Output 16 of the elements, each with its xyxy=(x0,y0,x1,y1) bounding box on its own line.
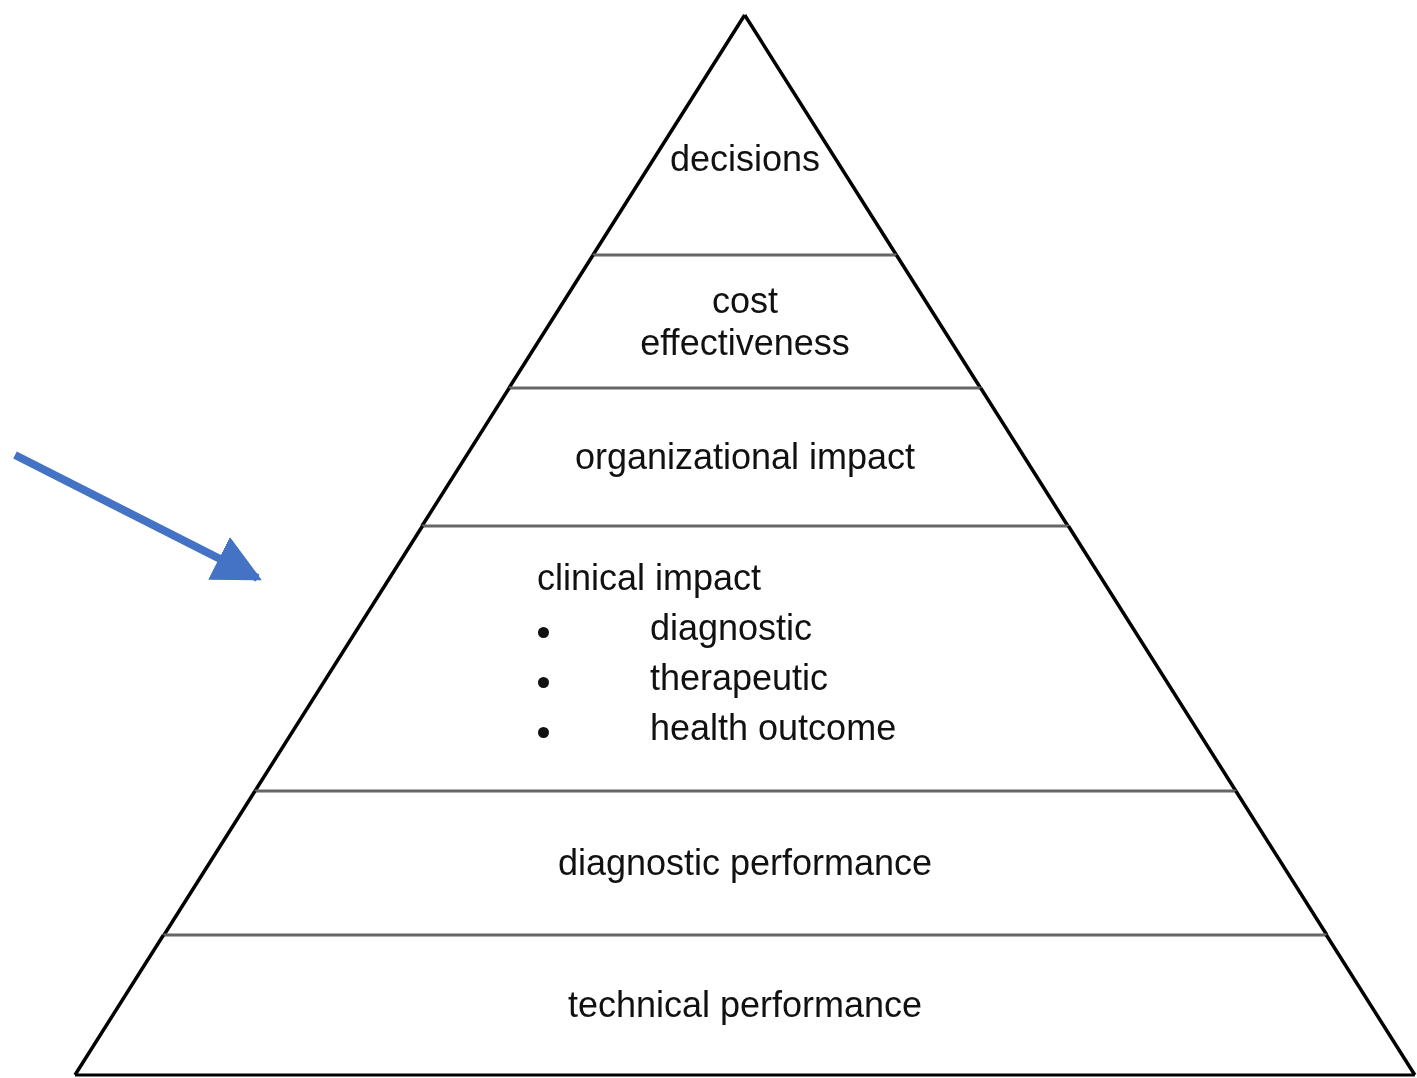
arrow xyxy=(13,451,262,582)
tier-label: technical performance xyxy=(566,984,924,1026)
tier-label: decisions xyxy=(668,138,822,180)
tier-label: organizational impact xyxy=(573,436,917,478)
list-item: diagnostic xyxy=(650,607,813,649)
pyramid-tier xyxy=(593,15,897,255)
tier-heading: clinical impact xyxy=(537,557,762,599)
tier-label: diagnostic performance xyxy=(556,842,934,884)
pyramid-tier xyxy=(163,791,1327,935)
list-item: therapeutic xyxy=(650,657,829,699)
pyramid-tier xyxy=(422,388,1068,526)
pyramid-tier xyxy=(75,935,1415,1075)
tier-label: cost effectiveness xyxy=(639,279,851,364)
pyramid-tier xyxy=(509,255,981,388)
pyramid-tier xyxy=(254,526,1236,791)
list-item: health outcome xyxy=(650,707,897,749)
